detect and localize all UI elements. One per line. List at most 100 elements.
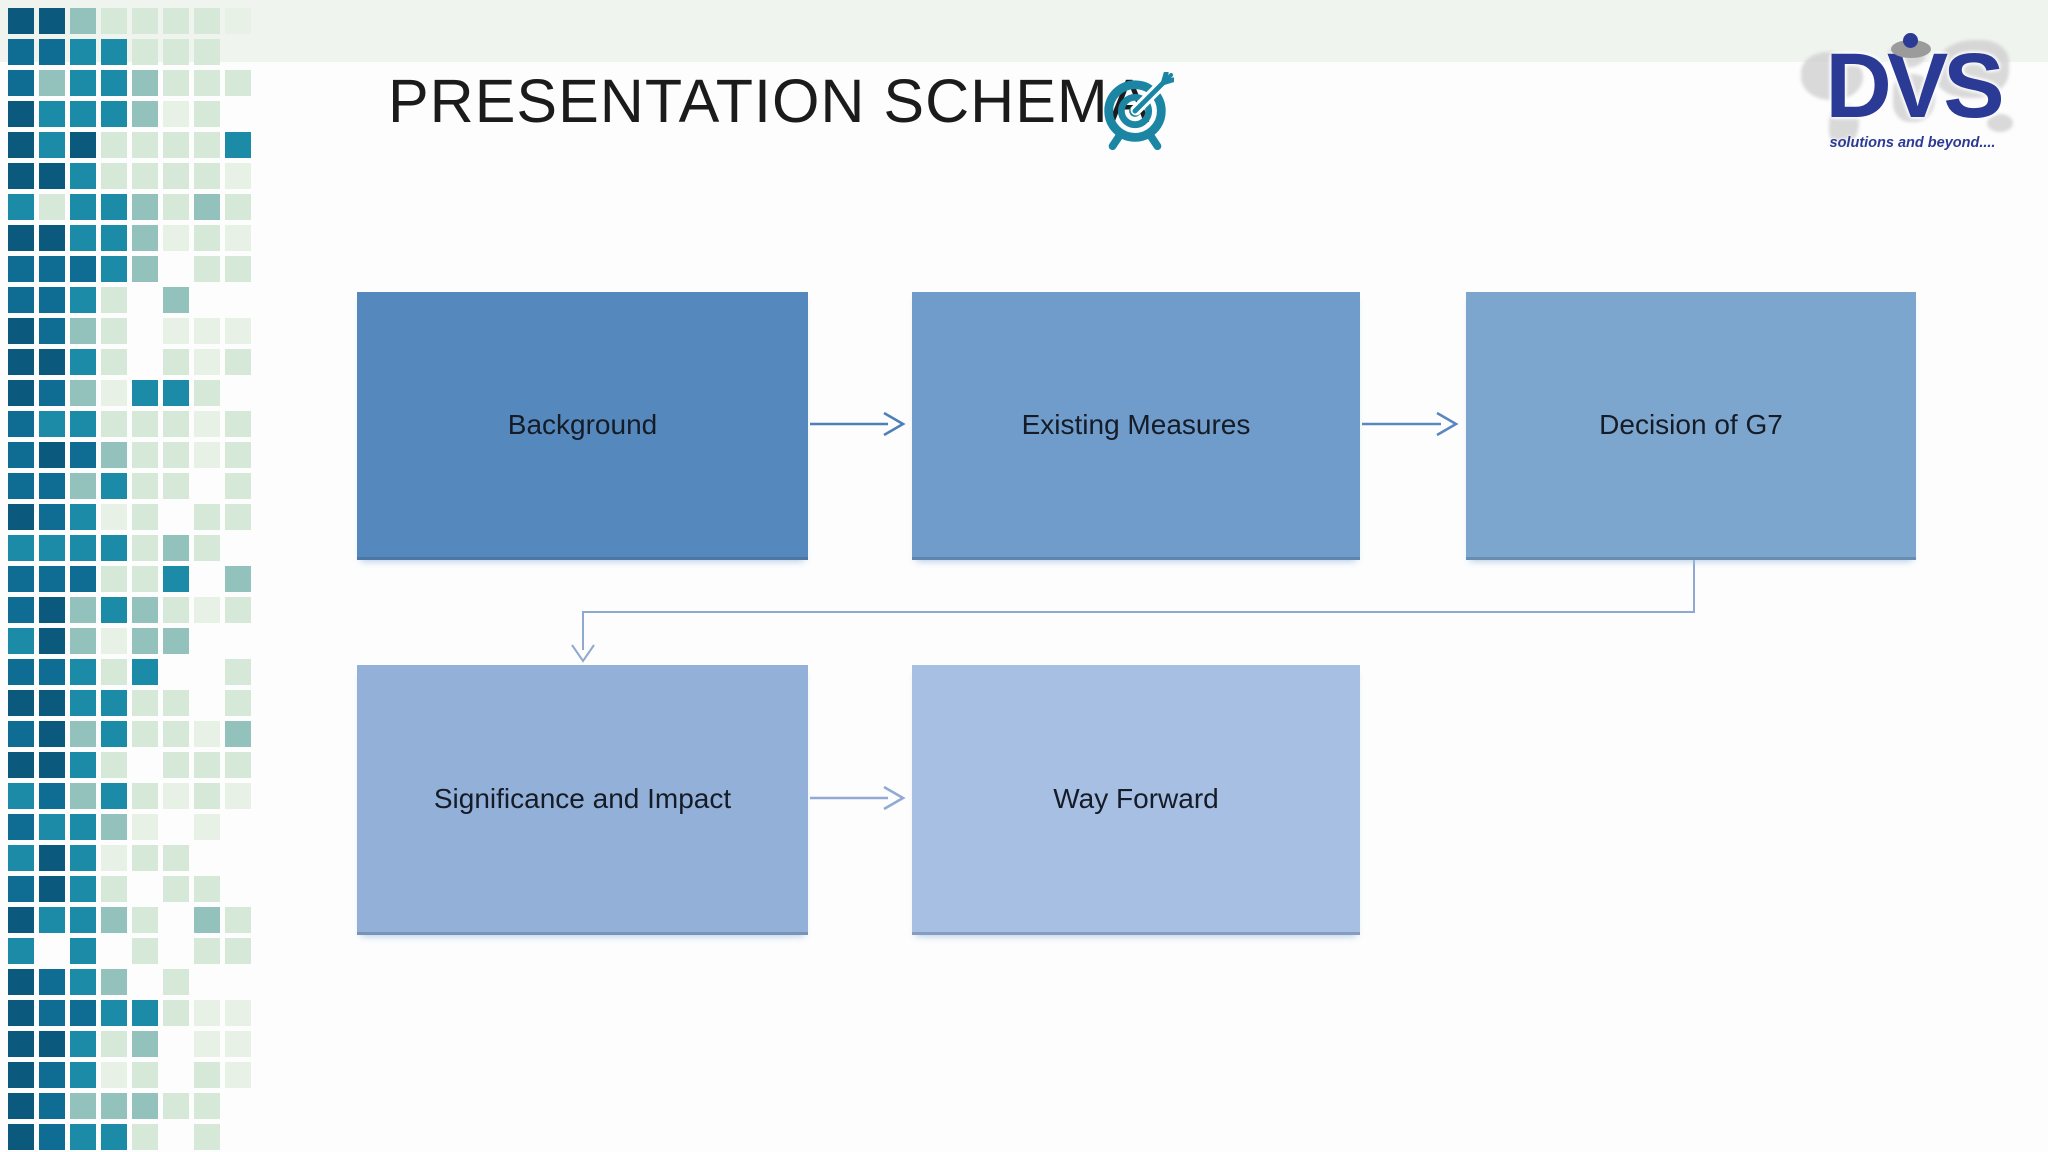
flow-box-existing-measures: Existing Measures [912, 292, 1360, 560]
mosaic-square [8, 628, 34, 654]
mosaic-square [8, 876, 34, 902]
mosaic-square [163, 473, 189, 499]
mosaic-square [194, 1000, 220, 1026]
mosaic-square [39, 659, 65, 685]
mosaic-square [132, 163, 158, 189]
mosaic-square [132, 535, 158, 561]
mosaic-square [8, 690, 34, 716]
mosaic-square [70, 411, 96, 437]
mosaic-square [70, 783, 96, 809]
mosaic-square [163, 752, 189, 778]
mosaic-square [101, 8, 127, 34]
mosaic-square [101, 101, 127, 127]
world-map-decoration [1801, 52, 1863, 100]
mosaic-square [163, 349, 189, 375]
mosaic-square [101, 659, 127, 685]
mosaic-square [101, 628, 127, 654]
mosaic-square [8, 752, 34, 778]
mosaic-square [101, 845, 127, 871]
mosaic-square [132, 907, 158, 933]
mosaic-square [39, 256, 65, 282]
mosaic-square [132, 39, 158, 65]
mosaic-square [194, 783, 220, 809]
mosaic-square [101, 1093, 127, 1119]
mosaic-square [70, 938, 96, 964]
mosaic-square [132, 101, 158, 127]
mosaic-square [70, 8, 96, 34]
logo-eye-ellipse [1891, 40, 1931, 58]
mosaic-square [8, 349, 34, 375]
mosaic-square [39, 1031, 65, 1057]
mosaic-square [163, 70, 189, 96]
mosaic-square [132, 1124, 158, 1150]
mosaic-square [194, 39, 220, 65]
mosaic-square [194, 318, 220, 344]
mosaic-square [70, 442, 96, 468]
mosaic-square [39, 566, 65, 592]
mosaic-square [8, 1062, 34, 1088]
mosaic-square [132, 566, 158, 592]
mosaic-square [39, 597, 65, 623]
mosaic-square [8, 597, 34, 623]
mosaic-square [101, 256, 127, 282]
mosaic-square [39, 287, 65, 313]
mosaic-square [101, 721, 127, 747]
mosaic-square [132, 628, 158, 654]
mosaic-square [101, 814, 127, 840]
mosaic-square [225, 659, 251, 685]
mosaic-square [194, 411, 220, 437]
mosaic-square [194, 721, 220, 747]
mosaic-square [194, 535, 220, 561]
mosaic-square [163, 442, 189, 468]
connector-decision-of-g7-to-significance-and-impact [571, 559, 1695, 663]
dvs-logo: DVS solutions and beyond.... [1795, 22, 2030, 162]
mosaic-square [101, 1031, 127, 1057]
world-map-decoration [1893, 74, 1935, 122]
mosaic-square [163, 1000, 189, 1026]
mosaic-square [39, 845, 65, 871]
mosaic-square [39, 8, 65, 34]
mosaic-square [8, 411, 34, 437]
mosaic-square [132, 70, 158, 96]
mosaic-square [8, 721, 34, 747]
mosaic-square [101, 969, 127, 995]
top-band [0, 0, 2048, 62]
mosaic-square [70, 504, 96, 530]
mosaic-square [39, 101, 65, 127]
mosaic-square [163, 566, 189, 592]
mosaic-square [70, 473, 96, 499]
connector-existing-measures-to-decision-of-g7 [1362, 411, 1459, 437]
mosaic-square [225, 1000, 251, 1026]
mosaic-square [70, 101, 96, 127]
mosaic-square [101, 752, 127, 778]
mosaic-square [70, 597, 96, 623]
flow-box-label: Way Forward [1053, 782, 1219, 814]
mosaic-square [70, 1124, 96, 1150]
mosaic-square [101, 411, 127, 437]
mosaic-square [39, 969, 65, 995]
mosaic-square [70, 163, 96, 189]
mosaic-square [39, 163, 65, 189]
mosaic-square [132, 783, 158, 809]
mosaic-square [70, 39, 96, 65]
mosaic-square [39, 1000, 65, 1026]
mosaic-square [70, 907, 96, 933]
mosaic-square [225, 163, 251, 189]
mosaic-square [8, 535, 34, 561]
mosaic-square [163, 8, 189, 34]
mosaic-square [39, 690, 65, 716]
mosaic-square [39, 380, 65, 406]
mosaic-square [101, 1062, 127, 1088]
mosaic-square [70, 287, 96, 313]
mosaic-square [101, 783, 127, 809]
mosaic-square [194, 442, 220, 468]
flow-box-label: Significance and Impact [433, 782, 732, 814]
mosaic-square [194, 132, 220, 158]
mosaic-square [70, 349, 96, 375]
mosaic-square [101, 535, 127, 561]
mosaic-square [70, 1062, 96, 1088]
mosaic-square [225, 690, 251, 716]
mosaic-square [163, 1093, 189, 1119]
mosaic-square [225, 442, 251, 468]
mosaic-square [8, 70, 34, 96]
